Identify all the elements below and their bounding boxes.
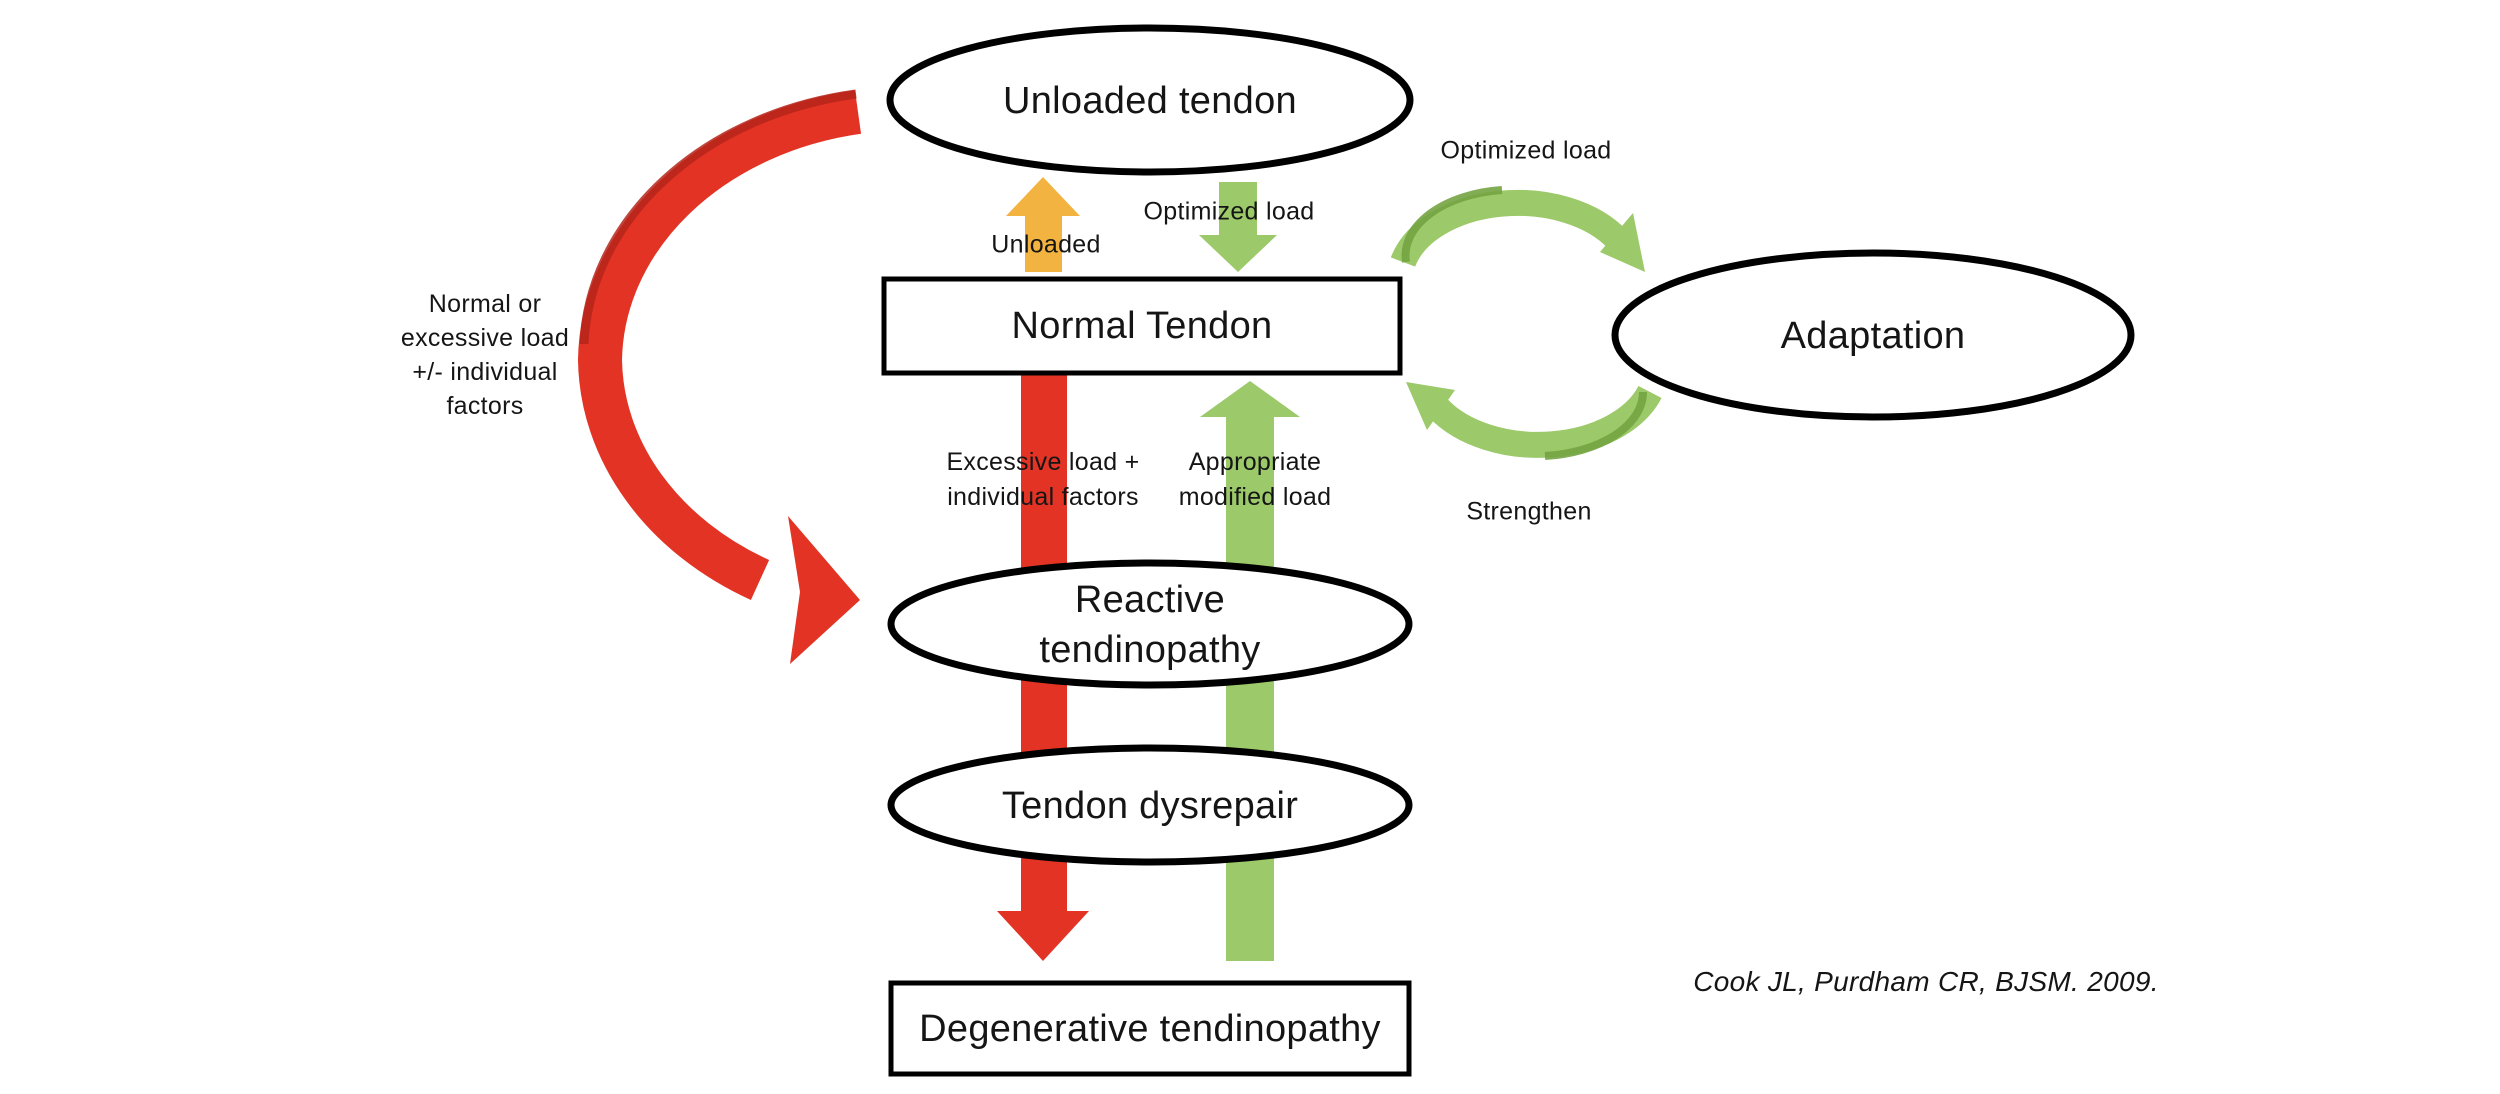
cycle-bottom-arc bbox=[1428, 385, 1662, 458]
normal-excessive-load-label: Normal or excessive load +/- individual … bbox=[401, 287, 569, 423]
normal-tendon-label: Normal Tendon bbox=[1011, 305, 1273, 347]
red-curved-arrow bbox=[577, 89, 862, 664]
optimized-load-cycle-label: Optimized load bbox=[1440, 136, 1612, 165]
appropriate-load-line-1: Appropriate bbox=[1188, 448, 1322, 476]
normal-excessive-line-2: excessive load bbox=[400, 324, 570, 352]
node-adaptation bbox=[1611, 249, 2135, 421]
red-curved-arrow-shade bbox=[579, 89, 857, 345]
unloaded-tendon-label: Unloaded tendon bbox=[1003, 80, 1297, 122]
strengthen-cycle-arrow bbox=[1406, 382, 1662, 460]
normal-excessive-line-3: +/- individual bbox=[412, 358, 558, 386]
unloaded-up-arrow bbox=[1006, 177, 1080, 272]
excessive-load-line-2: individual factors bbox=[947, 483, 1139, 511]
cycle-top-arc-shade bbox=[1401, 186, 1503, 263]
node-tendon-dysrepair bbox=[887, 744, 1413, 866]
node-normal-tendon bbox=[881, 276, 1403, 376]
red-curved-arrowhead bbox=[788, 516, 860, 664]
strengthen-label: Strengthen bbox=[1466, 497, 1592, 526]
unloaded-arrow-label: Unloaded bbox=[991, 230, 1101, 259]
cycle-top-arrowhead bbox=[1600, 213, 1645, 272]
excessive-load-line-1: Excessive load + bbox=[946, 448, 1140, 476]
cycle-bottom-arrowhead bbox=[1406, 382, 1455, 430]
optimized-load-down-label: Optimized load bbox=[1143, 197, 1315, 226]
appropriate-load-label: Appropriate modified load bbox=[1179, 445, 1332, 515]
appropriate-load-line-2: modified load bbox=[1178, 483, 1332, 511]
node-unloaded-tendon bbox=[886, 24, 1414, 176]
node-reactive-tendinopathy bbox=[887, 559, 1413, 689]
normal-excessive-line-1: Normal or bbox=[428, 290, 542, 318]
red-curved-arrow-body bbox=[577, 90, 862, 601]
citation-text: Cook JL, Purdham CR, BJSM. 2009. bbox=[1693, 966, 2159, 997]
reactive-tendinopathy-label: Reactive tendinopathy bbox=[1039, 575, 1260, 675]
degenerative-tendinopathy-label: Degenerative tendinopathy bbox=[919, 1008, 1381, 1050]
optimized-load-down-arrow bbox=[1199, 182, 1277, 272]
reactive-line-2: tendinopathy bbox=[1039, 629, 1261, 671]
normal-excessive-line-4: factors bbox=[446, 392, 524, 420]
cycle-top-arc bbox=[1390, 189, 1628, 268]
node-degenerative-tendinopathy bbox=[888, 980, 1412, 1077]
optimized-load-cycle-arrow bbox=[1390, 186, 1645, 272]
reactive-line-1: Reactive bbox=[1074, 579, 1226, 621]
excessive-load-label: Excessive load + individual factors bbox=[946, 445, 1139, 515]
cycle-bottom-arc-shade bbox=[1544, 391, 1648, 460]
tendon-dysrepair-label: Tendon dysrepair bbox=[1001, 785, 1299, 827]
adaptation-label: Adaptation bbox=[1780, 315, 1966, 357]
